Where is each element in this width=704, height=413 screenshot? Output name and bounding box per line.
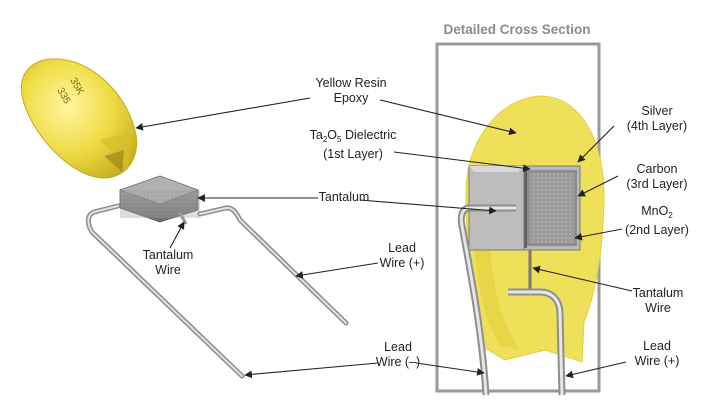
label-mno2: MnO2 (2nd Layer) [625,204,689,237]
arrow-yellow-resin [135,97,311,131]
arrow-tantalum-right [359,199,497,215]
arrow-tantalum-wire-left [169,221,185,249]
label-silver: Silver (4th Layer) [626,104,688,133]
arrow-lead-minus-right [415,362,485,376]
lead-wire-plus [197,205,349,326]
tantalum-wire-stub [178,212,188,225]
arrow-lead-minus-left [244,362,379,379]
cross-section-view [457,95,605,396]
lead-wire-minus [85,203,245,379]
arrow-lead-plus-left [295,262,379,279]
arrow-lead-plus-right [565,361,627,379]
leader-lines [135,97,633,379]
label-tantalum-wire-left: Tantalum Wire [142,248,194,277]
arrow-dielectric [393,151,531,172]
label-tantalum: Tantalum [318,190,370,204]
arrow-carbon [577,175,619,197]
arrow-resin-cs [379,99,517,136]
label-dielectric: Ta2O5 Dielectric (1st Layer) [309,128,397,161]
cross-section-title: Detailed Cross Section [443,22,591,37]
label-lead-plus-left: Lead Wire (+) [379,241,425,270]
arrow-silver [577,125,615,163]
arrow-mno2 [574,228,623,241]
label-yellow-resin: Yellow Resin Epoxy [315,76,387,105]
label-tantalum-wire-right: Tantalum Wire [632,286,684,315]
label-carbon: Carbon (3rd Layer) [626,162,688,191]
mno2-layer [530,173,574,243]
dielectric-layer [523,168,527,248]
resin-capsule: 35K 335 [21,58,138,179]
exploded-view: 35K 335 [21,58,349,379]
tantalum-block [119,175,200,223]
label-lead-minus: Lead Wire (–) [375,340,421,369]
label-lead-plus-right: Lead Wire (+) [634,339,680,368]
arrow-tantalum-wire-right [532,265,633,292]
